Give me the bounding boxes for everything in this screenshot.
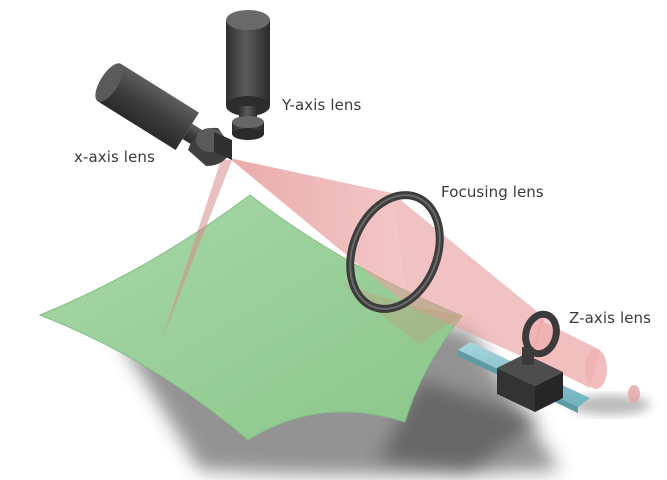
x-galvo-motor	[95, 63, 206, 150]
laser-beam-converging	[392, 193, 545, 360]
y-galvo-motor	[226, 10, 270, 140]
z-axis-lens-label: Z-axis lens	[569, 309, 652, 327]
x-axis-lens-label: x-axis lens	[74, 148, 155, 166]
focusing-lens-label: Focusing lens	[441, 183, 544, 201]
deflected-beam	[160, 160, 232, 345]
work-surface	[38, 194, 463, 441]
laser-beam-cone	[229, 158, 407, 305]
z-axis-carriage	[497, 347, 563, 412]
y-axis-lens-label: Y-axis lens	[282, 96, 362, 114]
focus-spot	[628, 385, 640, 403]
focusing-lens-ring	[346, 191, 444, 313]
galvo-scan-head	[188, 127, 232, 166]
z-axis-lens-ring	[522, 310, 560, 358]
